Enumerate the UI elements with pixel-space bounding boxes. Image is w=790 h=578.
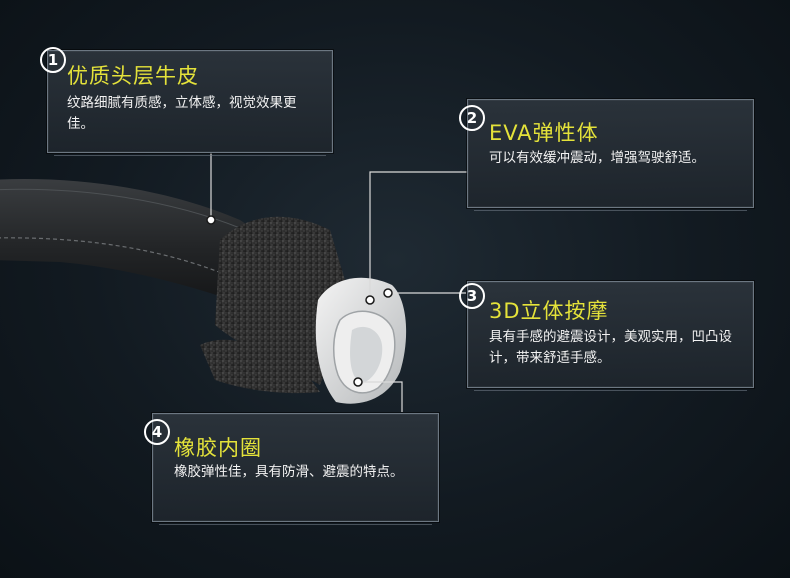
leader-lines [210,153,468,412]
feature-title: 橡胶内圈 [174,436,262,460]
feature-description: 纹路细腻有质感，立体感，视觉效果更佳。 [67,95,297,132]
velcro-strap [215,216,345,385]
feature-description: 可以有效缓冲震动，增强驾驶舒适。 [489,150,705,166]
feature-callout-4: 4 橡胶内圈 橡胶弹性佳，具有防滑、避震的特点。 [144,413,439,525]
number-badge: 2 [459,105,485,131]
number-badge: 1 [40,47,66,73]
velcro-strap-lower [200,339,320,394]
feature-description: 橡胶弹性佳，具有防滑、避震的特点。 [174,464,404,480]
number-badge: 4 [144,419,170,445]
leader-dots [206,215,393,387]
number-badge: 3 [459,283,485,309]
feature-title: 优质头层牛皮 [67,64,199,88]
stitching-seam [0,237,261,291]
feature-title: 3D立体按摩 [489,299,609,323]
feature-callout-3: 3 3D立体按摩 具有手感的避震设计，美观实用，凹凸设计，带来舒适手感。 [459,281,754,391]
feature-title: EVA弹性体 [489,121,599,145]
feature-callout-2: 2 EVA弹性体 可以有效缓冲震动，增强驾驶舒适。 [459,99,754,211]
feature-callout-1: 1 优质头层牛皮 纹路细腻有质感，立体感，视觉效果更佳。 [40,47,333,156]
feature-description: 具有手感的避震设计，美观实用，凹凸设计，带来舒适手感。 [489,329,732,366]
